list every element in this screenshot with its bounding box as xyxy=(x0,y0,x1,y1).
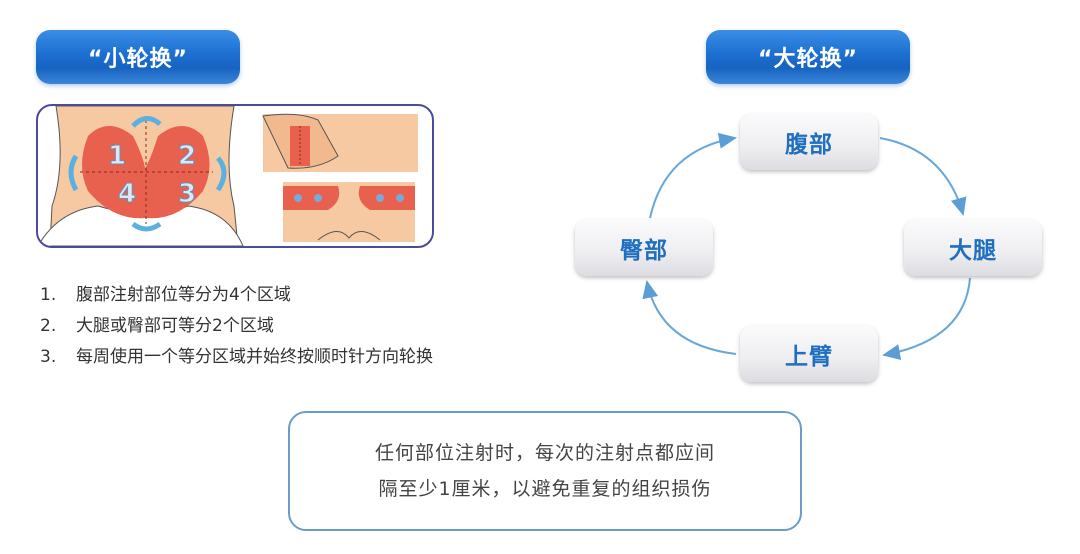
node-buttock: 臀部 xyxy=(575,220,713,276)
svg-text:3: 3 xyxy=(178,179,196,209)
rotation-rules-list: 1. 腹部注射部位等分为4个区域 2. 大腿或臀部可等分2个区域 3. 每周使用一个等… xyxy=(40,280,433,373)
svg-text:2: 2 xyxy=(178,141,196,171)
svg-text:4: 4 xyxy=(118,179,136,209)
abdomen-thigh-buttock-diagram-icon: 1 2 3 4 xyxy=(38,106,418,246)
node-abdomen: 腹部 xyxy=(740,114,878,170)
list-item: 2. 大腿或臀部可等分2个区域 xyxy=(40,311,433,342)
list-item: 3. 每周使用一个等分区域并始终按顺时针方向轮换 xyxy=(40,342,433,373)
spacing-note-box: 任何部位注射时，每次的注射点都应间 隔至少1厘米，以避免重复的组织损伤 xyxy=(288,411,802,531)
svg-text:1: 1 xyxy=(108,141,126,171)
note-line-1: 任何部位注射时，每次的注射点都应间 xyxy=(374,442,715,464)
big-rotation-title: “大轮换” xyxy=(706,30,910,84)
rule-number: 3. xyxy=(40,347,57,367)
rule-text: 大腿或臀部可等分2个区域 xyxy=(76,316,274,336)
small-rotation-title: “小轮换” xyxy=(36,30,240,84)
rule-text: 每周使用一个等分区域并始终按顺时针方向轮换 xyxy=(76,347,433,367)
node-thigh: 大腿 xyxy=(904,220,1042,276)
list-item: 1. 腹部注射部位等分为4个区域 xyxy=(40,280,433,311)
node-upper-arm: 上臂 xyxy=(740,326,878,382)
rule-number: 2. xyxy=(40,316,57,336)
note-line-2: 隔至少1厘米，以避免重复的组织损伤 xyxy=(378,478,712,500)
rule-number: 1. xyxy=(40,285,57,305)
injection-zone-illustration: 1 2 3 4 xyxy=(36,104,434,248)
rule-text: 腹部注射部位等分为4个区域 xyxy=(76,285,291,305)
